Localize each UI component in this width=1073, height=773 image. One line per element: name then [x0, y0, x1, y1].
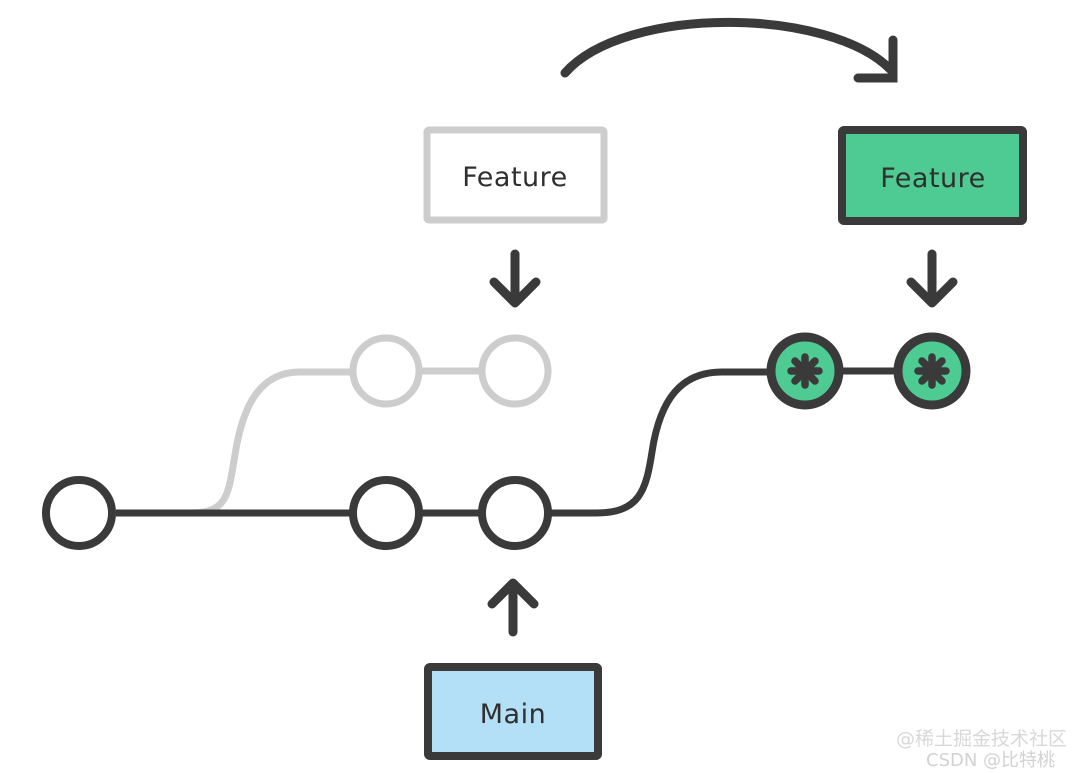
arrow-head — [906, 277, 958, 308]
main-box[interactable]: Main — [424, 663, 602, 760]
watermark: @稀土掘金技术社区 CSDN @比特桃 — [896, 728, 1067, 771]
arrow-head — [489, 277, 541, 308]
main-commit-node-3 — [478, 476, 552, 550]
feature-before-box[interactable]: Feature — [423, 126, 608, 224]
feature-new-branch-curve — [545, 368, 772, 517]
main-box-label: Main — [480, 699, 546, 730]
arrow-head — [487, 578, 539, 609]
feature-old-commit-node-1 — [349, 334, 423, 408]
feature-new-commits-group — [766, 332, 971, 410]
feature-after-box-label: Feature — [880, 163, 986, 194]
main-box-rect — [424, 663, 602, 760]
watermark-line-2: CSDN @比特桃 — [926, 750, 1055, 771]
feature-after-box-rect — [838, 126, 1027, 225]
main-up-arrow-icon — [487, 578, 539, 637]
feature-old-branch-group — [186, 334, 552, 517]
asterisk-icon — [787, 353, 823, 389]
main-branch-group — [42, 367, 898, 550]
feature-new-commit-node-1 — [766, 332, 844, 410]
feature-new-commit-node-2 — [893, 332, 971, 410]
feature-after-box[interactable]: Feature — [838, 126, 1027, 225]
asterisk-icon — [914, 353, 950, 389]
feature-old-commit-node-2 — [478, 334, 552, 408]
feature-after-down-arrow-icon — [906, 249, 958, 308]
main-commit-node-1 — [42, 476, 116, 550]
main-commit-node-2 — [349, 476, 423, 550]
watermark-line-1: @稀土掘金技术社区 — [896, 728, 1067, 750]
feature-before-down-arrow-icon — [489, 249, 541, 308]
rebase-arc-arrow — [560, 17, 898, 83]
feature-old-branch-line — [186, 368, 356, 517]
feature-before-box-label: Feature — [462, 162, 568, 193]
feature-before-box-rect — [423, 126, 608, 224]
rebase-arrowhead-icon — [853, 35, 898, 83]
rebase-arc-path — [560, 17, 896, 78]
